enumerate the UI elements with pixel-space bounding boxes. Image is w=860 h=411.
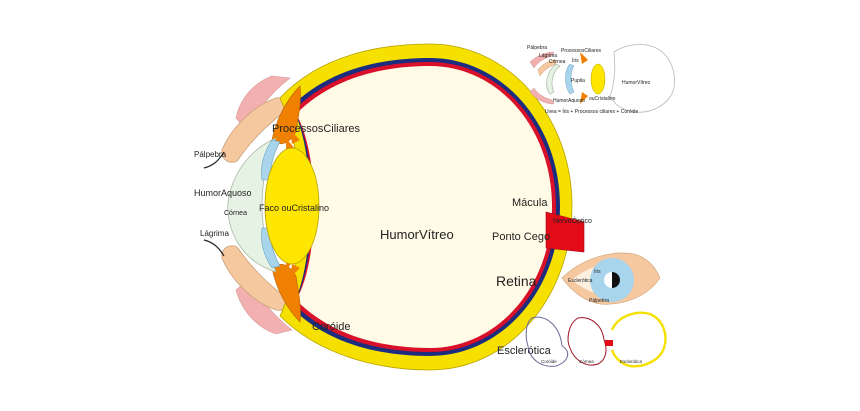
inset-lens [590, 63, 606, 95]
label-nervo-optico: NervoÓptico [553, 216, 592, 225]
lower-eyelash [203, 239, 225, 257]
main-labels: Pálpebra HumorAquoso Córnea Lágrima Proc… [194, 123, 592, 357]
ciliary-process-upper [271, 85, 301, 144]
label-palpebra: Pálpebra [194, 150, 227, 159]
label-humor-vitreo: HumorVítreo [380, 227, 454, 242]
inset-label-pupila: Pupila [571, 78, 585, 84]
inset-caption-uvea: Uvea = Íris + Processos ciliares + Corói… [545, 108, 638, 115]
inset-label-humor-aquoso: HumorAquoso [553, 98, 585, 104]
ring-coroide [525, 316, 569, 367]
inset-label-iris: Íris [572, 57, 579, 64]
inset-front-eye: Íris Esclerótica Pálpebra [561, 252, 661, 305]
ring-label-esclerotica: Esclerótica [620, 359, 643, 364]
main-eye [203, 43, 585, 371]
inset-eye-pupil [612, 272, 620, 288]
upper-eyelash [203, 151, 225, 169]
inset-ciliary-upper [580, 52, 588, 64]
inset-label-palpebra: Pálpebra [527, 45, 547, 51]
inset-label-humor-vitreo: HumorVítreo [622, 80, 651, 86]
vitreous-body [296, 66, 552, 348]
inset-label-cristalino: ouCristalino [589, 96, 616, 102]
lens [264, 147, 320, 265]
inset-iris [565, 63, 575, 95]
label-humor-aquoso: HumorAquoso [194, 188, 252, 198]
inset-eyelid-lower [529, 87, 555, 105]
label-macula: Mácula [512, 197, 548, 209]
inset-rings: Coróide Córnea Esclerótica [525, 311, 667, 368]
inset-label-cornea: Córnea [549, 59, 566, 65]
label-esclerotica: Esclerótica [497, 345, 552, 357]
ciliary-spikes-upper [286, 130, 300, 150]
label-coroide: Coróide [312, 321, 351, 333]
inset-eye-pupil-light [604, 272, 612, 288]
inset-eye-label-esclerotica: Esclerótica [568, 278, 593, 284]
inset-cornea [546, 63, 561, 95]
ring-cornea [567, 317, 607, 366]
ring-label-coroide: Coróide [541, 359, 557, 364]
label-ponto-cego: Ponto Cego [492, 231, 550, 243]
ring-label-cornea: Córnea [579, 359, 594, 364]
ring-esclerotica [610, 311, 667, 368]
optic-nerve [545, 211, 585, 253]
inset-eye-label-iris: Íris [594, 268, 601, 275]
label-lagrima: Lágrima [200, 229, 229, 238]
label-processos-ciliares: ProcessosCiliares [272, 123, 361, 135]
inset-ciliary-lower [580, 92, 588, 104]
inset-eyelid-upper [529, 51, 555, 69]
inset-vitreous [609, 44, 675, 113]
inset-label-processos-ciliares: ProcessosCiliares [561, 48, 602, 54]
label-retina: Retina [496, 273, 537, 289]
label-faco-cristalino: Faco ouCristalino [259, 203, 329, 213]
inset-exploded-parts: Pálpebra Lágrima ProcessosCiliares Córne… [527, 44, 675, 115]
inset-label-lagrima: Lágrima [539, 53, 557, 59]
ring-optic-nerve [605, 340, 613, 346]
ciliary-process-lower [271, 264, 301, 323]
inset-eye-label-palpebra: Pálpebra [589, 298, 609, 304]
label-cornea: Córnea [224, 210, 247, 217]
